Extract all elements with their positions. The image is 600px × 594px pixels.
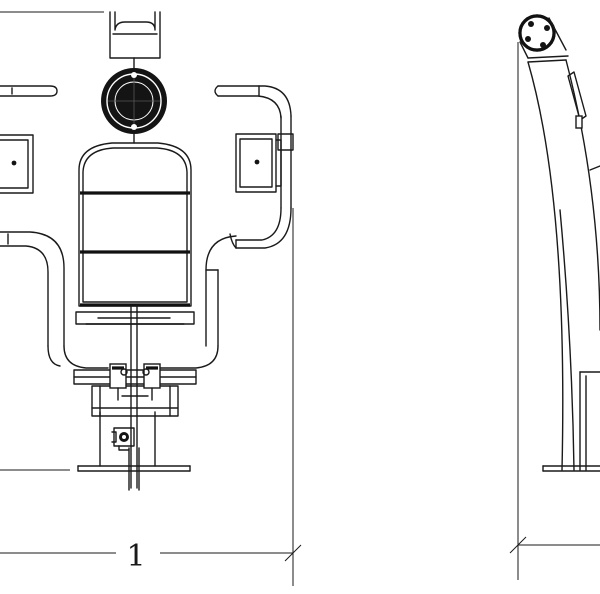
right-side-pad xyxy=(235,133,282,193)
width-dimension-label: 1 xyxy=(126,539,145,574)
side-seat-post xyxy=(579,371,600,471)
left-lower-handle xyxy=(0,231,109,369)
round-disc-knob xyxy=(101,68,167,144)
right-upper-handle xyxy=(214,85,292,119)
left-upper-handle xyxy=(0,85,58,97)
left-side-pad xyxy=(0,134,34,194)
seat-mechanism xyxy=(73,363,197,417)
head-bracket xyxy=(109,11,161,71)
backrest-cushion xyxy=(75,142,195,325)
side-dimension-line xyxy=(509,536,600,554)
lower-bolt-bracket xyxy=(111,427,135,451)
right-lower-handle xyxy=(159,233,237,369)
center-column xyxy=(128,305,140,491)
right-frame-post xyxy=(235,115,294,249)
side-top-cap xyxy=(518,14,569,63)
front-base-plate xyxy=(77,411,191,472)
side-curved-spine xyxy=(527,59,600,471)
front-view: 1 xyxy=(0,11,302,586)
side-base-plate xyxy=(542,465,600,472)
front-width-dimension: 1 xyxy=(0,539,302,574)
side-view xyxy=(509,14,600,580)
side-spine-brackets xyxy=(567,71,600,171)
